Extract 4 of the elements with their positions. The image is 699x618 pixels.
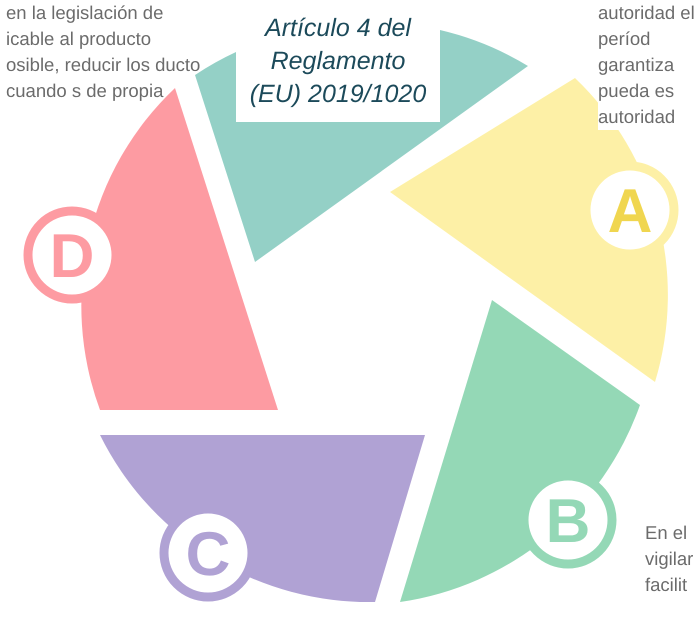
segment: C: [100, 435, 425, 602]
segment: B: [400, 300, 640, 602]
paragraph-text: En el vigilar facilit: [645, 521, 694, 597]
paragraph-text: en la legislación de icable al producto osible, reducir los ducto cuando s de propia: [6, 1, 202, 103]
